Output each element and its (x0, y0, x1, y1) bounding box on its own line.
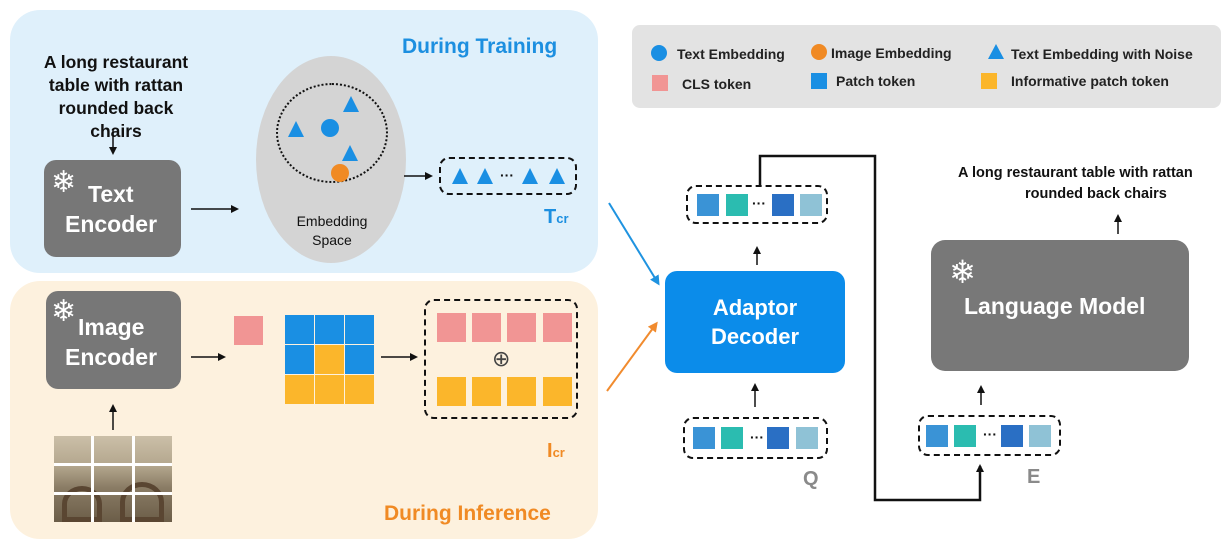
icr-informative-token (543, 377, 572, 406)
query-token (926, 425, 948, 447)
query-token (726, 194, 748, 216)
query-ellipsis: ··· (750, 429, 764, 445)
patch-token (285, 315, 314, 344)
icr-label: Icr (547, 440, 565, 462)
tcr-token (549, 168, 565, 184)
query-token (796, 427, 818, 449)
query-token (693, 427, 715, 449)
icr-cls-token (543, 313, 572, 342)
icr-to-adaptor-arrow (606, 321, 658, 392)
icr-cls-token (472, 313, 501, 342)
icr-token-box (424, 299, 578, 419)
informative-patch-token (285, 375, 314, 404)
informative-patch-token (315, 345, 344, 374)
legend-image-embedding: Image Embedding (831, 45, 952, 61)
noise-embedding-mark (343, 96, 359, 112)
tcr-token (522, 168, 538, 184)
query-token (800, 194, 822, 216)
patch-token (345, 315, 374, 344)
text-encoder: ❄ Text Encoder (44, 160, 181, 257)
noise-embedding-mark (288, 121, 304, 137)
adaptor-output-box (686, 185, 828, 224)
patch-token (345, 345, 374, 374)
image-embedding-mark (331, 164, 349, 182)
embedding-space-label: Embedding Space (296, 213, 368, 248)
tcr-to-adaptor-arrow (608, 202, 660, 286)
snowflake-icon: ❄ (51, 166, 77, 199)
cls-token (234, 316, 263, 345)
legend-cls-token: CLS token (682, 76, 752, 92)
icr-cls-token (437, 313, 466, 342)
tcr-label: Tcr (544, 206, 569, 228)
output-caption: A long restaurant table with rattan roun… (958, 165, 1193, 202)
snowflake-icon: ❄ (51, 295, 77, 328)
query-token (954, 425, 976, 447)
text-embedding-mark (321, 119, 339, 137)
patch-token (315, 315, 344, 344)
snowflake-icon: ❄ (949, 254, 976, 290)
legend-informative-patch: Informative patch token (1011, 73, 1169, 89)
query-token (721, 427, 743, 449)
connector-arrow (758, 154, 984, 502)
legend-text-embedding: Text Embedding (677, 46, 785, 62)
tcr-token-box (439, 157, 577, 195)
image-encoder: ❄ Image Encoder (46, 291, 181, 389)
icr-informative-token (507, 377, 536, 406)
legend-text-embedding-noise: Text Embedding with Noise (1011, 46, 1193, 62)
tcr-token (452, 168, 468, 184)
informative-patch-token (315, 375, 344, 404)
adaptor-output-ellipsis: ··· (752, 195, 766, 211)
training-label: During Training (402, 35, 558, 58)
informative-patch-token (345, 375, 374, 404)
q-label: Q (803, 468, 819, 490)
input-caption: A long restaurant table with rattan roun… (43, 52, 189, 141)
patch-token (285, 345, 314, 374)
e-ellipsis: ··· (983, 426, 997, 442)
language-model: ❄ Language Model (931, 240, 1189, 371)
inference-label: During Inference (384, 502, 551, 525)
query-token (767, 427, 789, 449)
patch-token-icon (811, 73, 827, 89)
adaptor-decoder: Adaptor Decoder (665, 271, 845, 373)
image-embedding-icon (811, 44, 827, 60)
query-token (772, 194, 794, 216)
noise-embedding-mark (342, 145, 358, 161)
oplus-icon: ⊕ (492, 346, 511, 371)
icr-informative-token (437, 377, 466, 406)
tcr-ellipsis: ··· (500, 167, 514, 183)
query-token (1001, 425, 1023, 447)
tcr-token (477, 168, 493, 184)
e-box (918, 415, 1061, 456)
query-token (697, 194, 719, 216)
cls-token-icon (652, 75, 668, 91)
embedding-cluster (276, 83, 388, 183)
legend (632, 25, 1221, 108)
query-token (1029, 425, 1051, 447)
text-embedding-icon (651, 45, 667, 61)
informative-patch-icon (981, 73, 997, 89)
icr-cls-token (507, 313, 536, 342)
query-box (683, 417, 828, 459)
icr-informative-token (472, 377, 501, 406)
e-label: E (1027, 466, 1041, 488)
legend-patch-token: Patch token (836, 73, 916, 89)
input-image (54, 436, 172, 522)
